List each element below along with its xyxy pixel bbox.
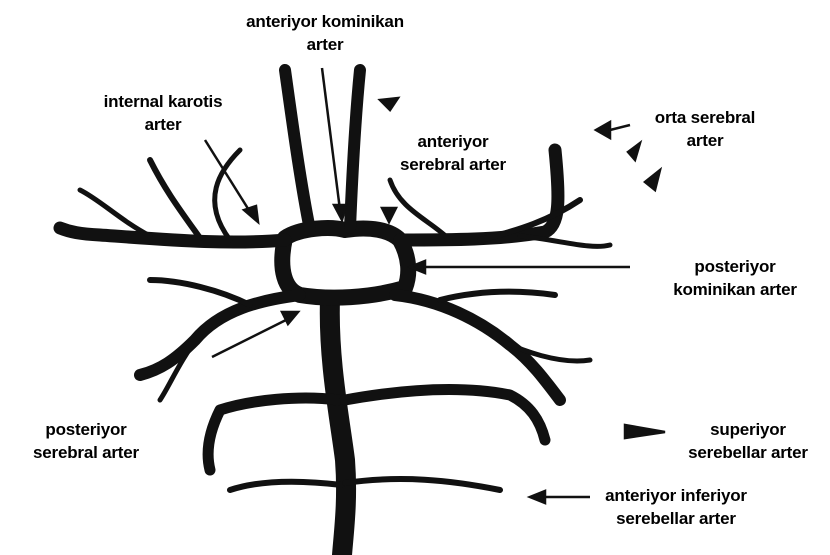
arrow-posterior-cerebral (212, 318, 290, 357)
arrowhead-anterior-cerebral (382, 208, 396, 222)
label-posterior-communicating-artery: posteriyor kominikan arter (655, 255, 815, 301)
willis-ring (282, 228, 408, 298)
superior-cerebellar-left (208, 398, 338, 470)
arrowhead-superior-cerebellar (625, 425, 665, 438)
mca-left-branch-1 (150, 160, 200, 238)
arrowhead-middle-cerebral-1 (596, 122, 610, 138)
pca-right-branch (440, 292, 555, 300)
label-anterior-communicating-artery: anteriyor kominikan arter (205, 10, 445, 56)
arrowhead-anterior-communicating (334, 205, 346, 220)
label-internal-carotid-artery: internal karotis arter (78, 90, 248, 136)
posterior-cerebral-right (395, 295, 560, 400)
posterior-cerebral-left (140, 295, 300, 375)
arrowhead-posterior-cerebral (282, 312, 298, 324)
arrow-internal-carotid (205, 140, 252, 215)
superior-cerebellar-right (345, 390, 545, 440)
arrowhead-internal-carotid (244, 206, 258, 222)
middle-cerebral-left (60, 228, 285, 242)
arrow-middle-cerebral-1 (610, 125, 630, 130)
label-middle-cerebral-artery: orta serebral arter (630, 106, 780, 152)
basilar-artery (330, 300, 346, 555)
label-anterior-inferior-cerebellar-artery: anteriyor inferiyor serebellar arter (586, 484, 766, 530)
anterior-cerebral-left (285, 70, 310, 230)
label-posterior-cerebral-artery: posteriyor serebral arter (6, 418, 166, 464)
aica-right (345, 479, 500, 490)
arrow-anterior-communicating (322, 68, 340, 210)
arrowhead-aica (530, 491, 545, 503)
label-anterior-cerebral-artery: anteriyor serebral arter (378, 130, 528, 176)
arrowhead-middle-cerebral-3 (645, 170, 660, 190)
label-superior-cerebellar-artery: superiyor serebellar arter (668, 418, 828, 464)
pca-left-branch (150, 280, 250, 305)
aica-left (230, 482, 342, 490)
anterior-cerebral-right (350, 70, 360, 228)
arrowhead-anterior-cerebral-top (380, 98, 398, 110)
mca-right-branch-3 (520, 236, 610, 246)
